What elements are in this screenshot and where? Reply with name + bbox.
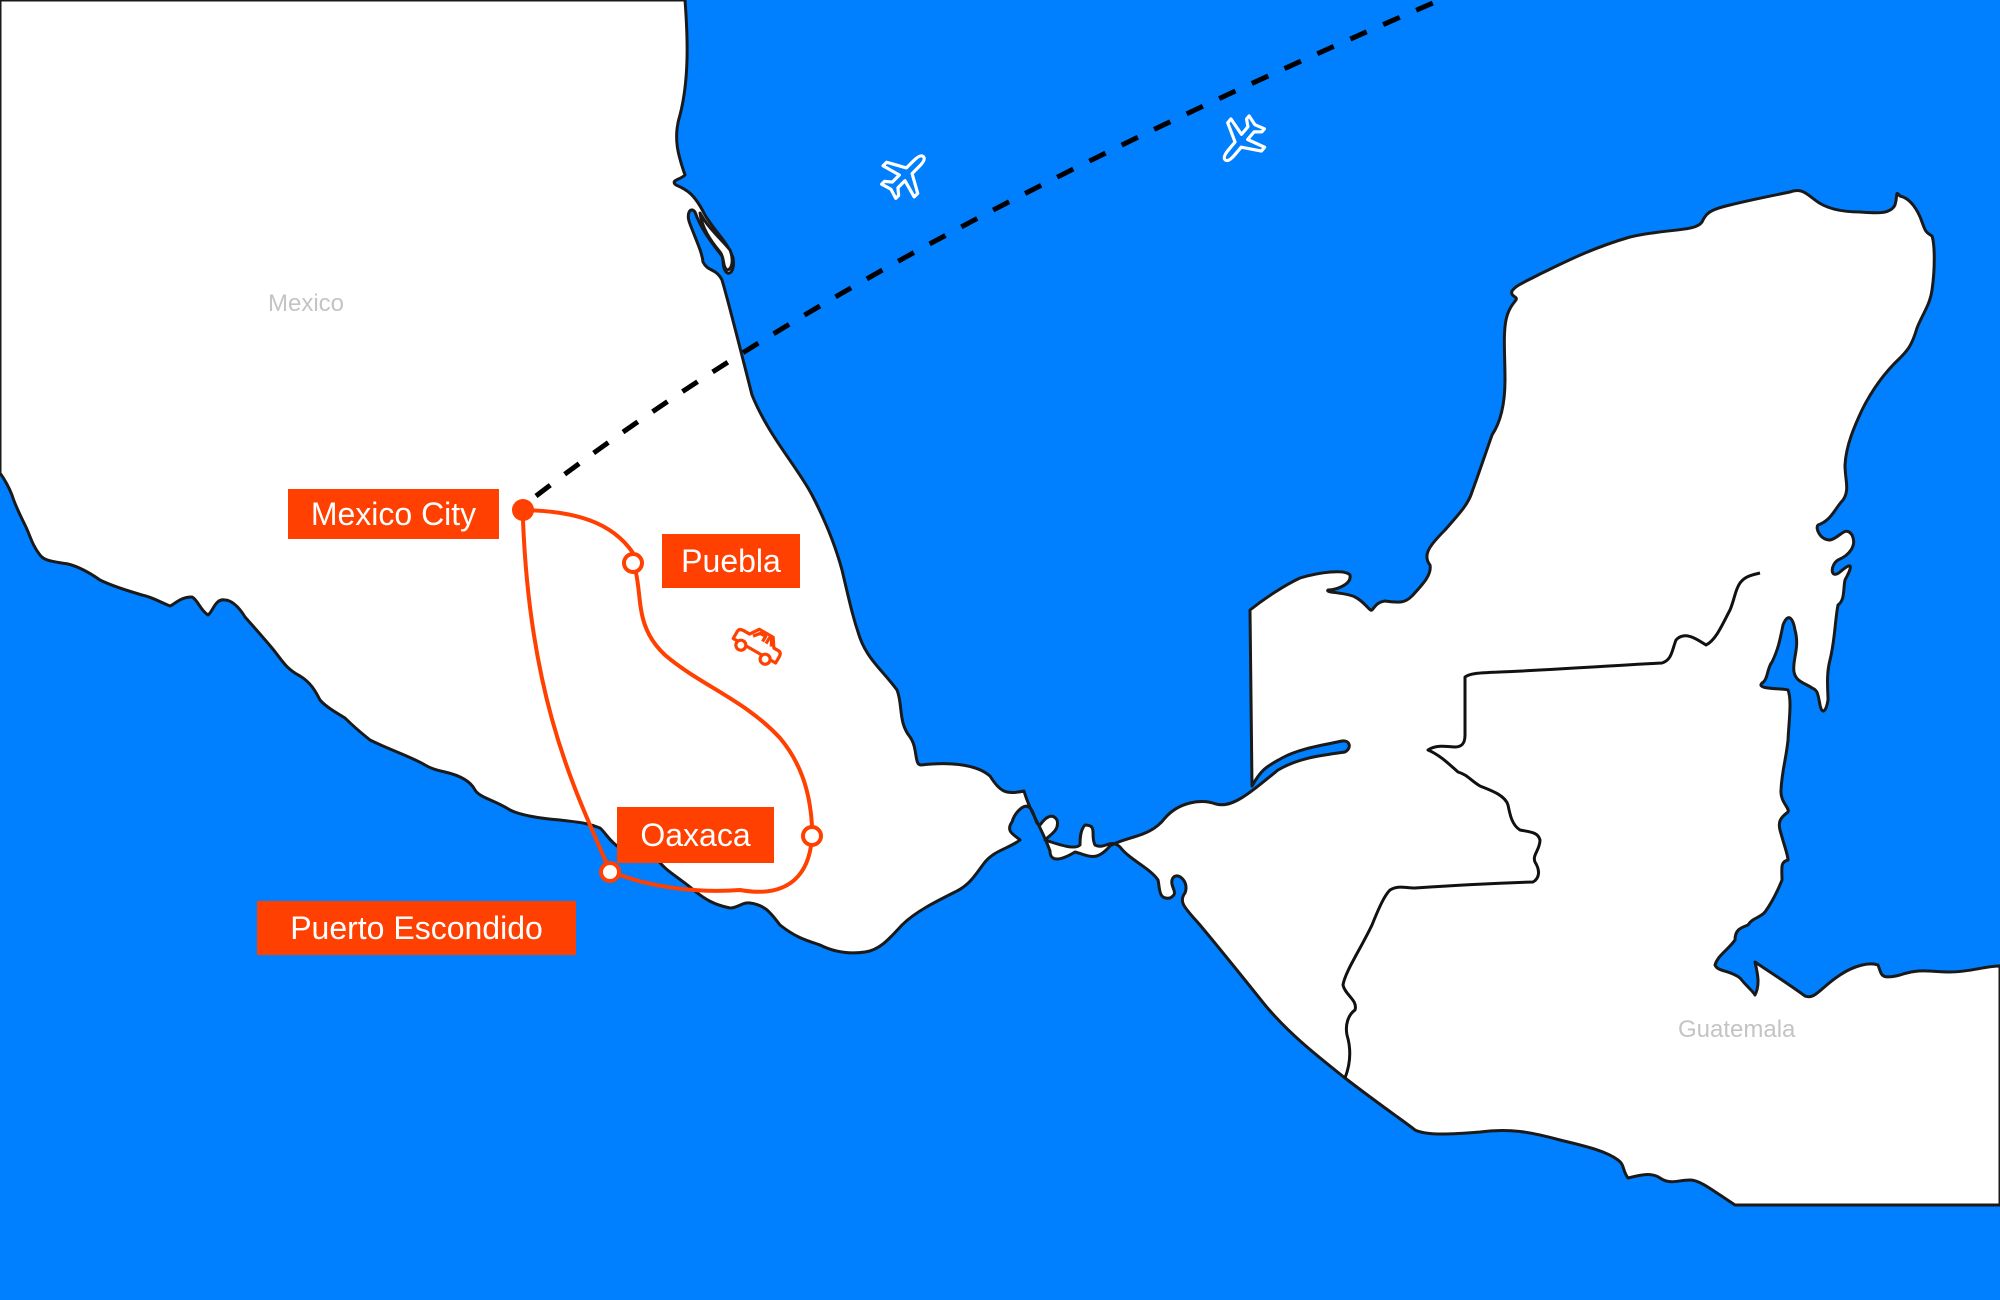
route-puerto-escondido-mexico-city: [521, 519, 608, 863]
stop-marker-puerto-escondido[interactable]: [599, 861, 621, 883]
route-oaxaca-puerto-escondido: [619, 845, 813, 894]
country-label-guatemala: Guatemala: [1678, 1016, 1796, 1043]
city-label-oaxaca[interactable]: Oaxaca: [617, 807, 774, 863]
stop-marker-mexico-city[interactable]: [512, 499, 534, 521]
country-label-mexico: Mexico: [268, 290, 345, 317]
mexico-landmass: [0, 0, 2000, 1207]
route-puebla-oaxaca: [634, 572, 814, 827]
border-guatemala-mexico: [1341, 571, 1761, 1079]
airplane-icon: [880, 154, 926, 200]
city-label-mexico-city[interactable]: Mexico City: [288, 489, 499, 539]
stop-marker-oaxaca[interactable]: [801, 825, 823, 847]
coastal-lagoon: [698, 211, 734, 272]
stop-marker-puebla[interactable]: [622, 552, 644, 574]
city-label-puebla[interactable]: Puebla: [662, 534, 800, 588]
car-icon: [731, 627, 782, 666]
airplane-icon: [1222, 114, 1267, 163]
route-mexico-city-puebla: [522, 508, 635, 555]
city-label-puerto-escondido[interactable]: Puerto Escondido: [257, 901, 576, 955]
